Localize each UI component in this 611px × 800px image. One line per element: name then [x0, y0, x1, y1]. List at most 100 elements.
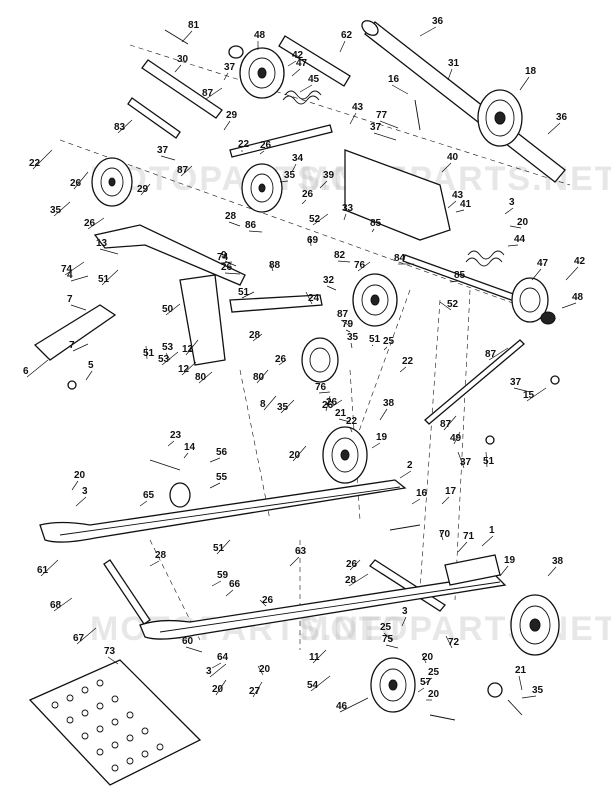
- callout-number: 73: [104, 646, 116, 657]
- callout-number: 84: [394, 253, 406, 264]
- callout-number: 55: [216, 472, 228, 483]
- callout-number: 37: [157, 145, 169, 156]
- callout-number: 52: [309, 214, 321, 225]
- callout-number: 44: [514, 234, 526, 245]
- callout-number: 12: [182, 344, 194, 355]
- callout-leader: [455, 209, 465, 213]
- callout-number: 20: [517, 217, 529, 228]
- callout-leader: [565, 266, 579, 281]
- callout-leader: [337, 260, 351, 263]
- bolts: [67, 29, 560, 721]
- callout-leader: [280, 399, 295, 414]
- callout-number: 74: [217, 252, 229, 263]
- callout-leader: [279, 180, 289, 183]
- callout-leader: [209, 663, 227, 678]
- callout-leader: [423, 677, 433, 685]
- front-arm: [93, 224, 246, 286]
- callout-number: 77: [376, 110, 388, 121]
- callout-number: 74: [61, 264, 73, 275]
- callout-leader: [339, 40, 346, 53]
- upper-link: [229, 294, 323, 313]
- callout-leader: [453, 431, 461, 445]
- callout-leader: [319, 180, 328, 189]
- callout-leader: [211, 662, 222, 669]
- callout-number: 29: [137, 184, 149, 195]
- callout-number: 49: [450, 433, 462, 444]
- callout-number: 35: [532, 685, 544, 696]
- callout-leader: [379, 408, 388, 421]
- right-rail-1: [139, 574, 507, 640]
- callout-number: 26: [302, 189, 314, 200]
- callout-leader: [340, 319, 351, 327]
- callout-leader: [411, 498, 421, 505]
- callout-leader: [399, 470, 412, 479]
- idler-wheel-center: [352, 273, 398, 327]
- callout-leader: [421, 653, 427, 664]
- callout-number: 28: [225, 211, 237, 222]
- callout-leader: [371, 344, 374, 347]
- callout-leader: [165, 303, 181, 316]
- left-rail-wear-strip: [59, 486, 401, 536]
- callout-number: 51: [483, 456, 495, 467]
- callout-leader: [228, 221, 241, 227]
- callout-leader: [256, 369, 269, 384]
- torsion-spring-45: [282, 90, 322, 105]
- callout-leader: [343, 213, 347, 221]
- callout-leader: [401, 616, 407, 627]
- callout-number: 20: [259, 664, 271, 675]
- callout-leader: [329, 399, 343, 409]
- callout-leader: [224, 272, 241, 275]
- callout-leader: [526, 387, 547, 402]
- callout-number: 3: [402, 606, 408, 617]
- callout-leader: [252, 681, 263, 698]
- callout-number: 42: [574, 256, 586, 267]
- callout-number: 51: [98, 274, 110, 285]
- callout-leader: [40, 559, 59, 577]
- callout-number: 25: [428, 667, 440, 678]
- callout-leader: [180, 165, 193, 177]
- callout-leader: [301, 199, 307, 205]
- idler-wheel-47-right: [511, 277, 556, 325]
- callout-leader: [349, 426, 353, 433]
- callout-number: 2: [407, 460, 413, 471]
- callout-number: 30: [177, 54, 189, 65]
- callout-number: 24: [308, 293, 320, 304]
- callout-leader: [383, 632, 393, 641]
- callout-number: 19: [504, 555, 516, 566]
- callout-number: 18: [525, 66, 537, 77]
- callout-leader: [419, 26, 437, 37]
- callout-number: 79: [342, 319, 354, 330]
- callout-leader: [161, 351, 179, 366]
- callout-leader: [338, 418, 351, 423]
- callout-number: 25: [383, 336, 395, 347]
- callout-leader: [325, 395, 331, 412]
- callout-number: 87: [440, 419, 452, 430]
- callout-number: 5: [88, 360, 94, 371]
- callout-leader: [289, 556, 300, 567]
- callout-leader: [391, 84, 409, 95]
- callout-leader: [53, 201, 71, 217]
- callout-leader: [76, 627, 97, 645]
- callout-leader: [73, 171, 89, 190]
- callout-number: 88: [269, 260, 281, 271]
- callout-leader: [225, 589, 234, 597]
- callout-leader: [209, 457, 221, 463]
- shafts: [103, 20, 566, 625]
- callout-number: 16: [416, 488, 428, 499]
- callout-leader: [349, 559, 361, 571]
- callout-number: 36: [556, 112, 568, 123]
- front-link-6: [33, 304, 117, 361]
- callout-number: 25: [380, 622, 392, 633]
- callout-leader: [371, 228, 375, 233]
- callout-number: 6: [23, 366, 29, 377]
- callout-number: 56: [216, 447, 228, 458]
- rail-tip-71: [444, 554, 501, 586]
- callout-leader: [357, 261, 371, 272]
- callout-number: 66: [229, 579, 241, 590]
- callout-number: 47: [296, 58, 308, 69]
- callout-number: 12: [178, 364, 190, 375]
- callout-number: 26: [84, 218, 96, 229]
- callout-number: 54: [307, 680, 319, 691]
- callout-number: 14: [184, 442, 196, 453]
